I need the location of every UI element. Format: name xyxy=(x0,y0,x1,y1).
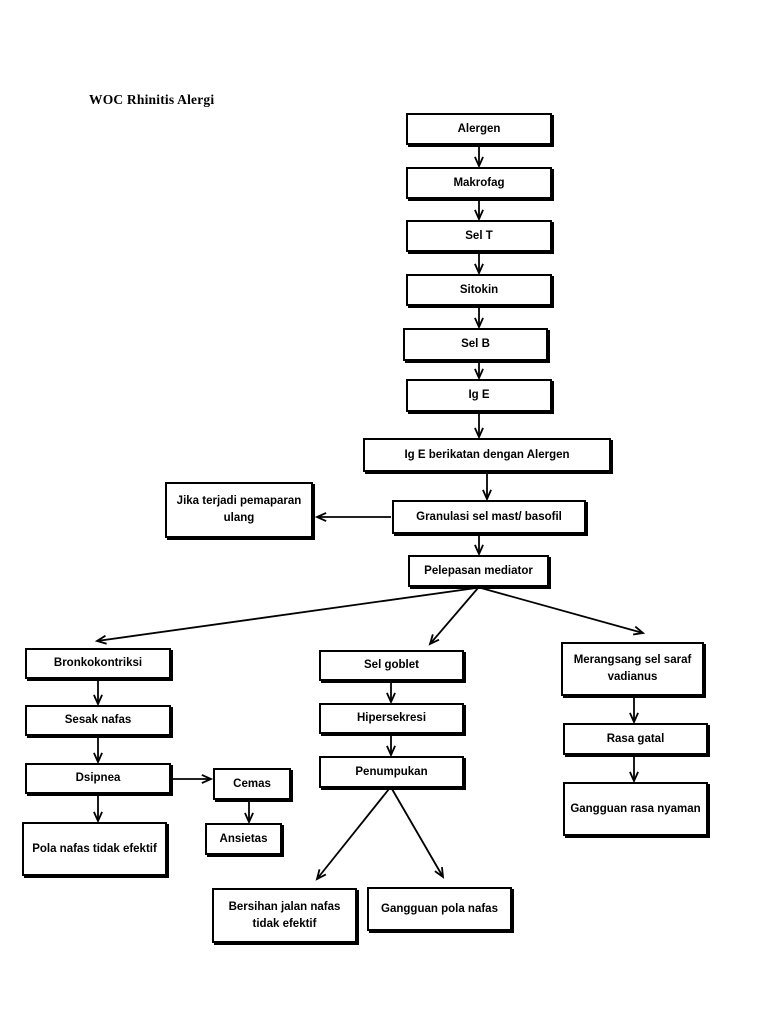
node-bronkokontriksi: Bronkokontriksi xyxy=(25,648,171,679)
node-makrofag: Makrofag xyxy=(406,167,552,199)
node-label: Sesak nafas xyxy=(64,714,132,727)
node-label: Pola nafas tidak efektif xyxy=(32,842,157,855)
node-label: Bronkokontriksi xyxy=(53,657,143,670)
arrow-head xyxy=(93,694,103,707)
node-label: Gangguan pola nafas xyxy=(381,902,498,915)
arrow-granulasi-to-jika-terjadi xyxy=(314,512,391,522)
node-granulasi: Granulasi sel mast/ basofil xyxy=(392,500,586,534)
arrow-alergen-to-makrofag xyxy=(474,145,484,169)
node-sel-t: Sel T xyxy=(406,220,552,252)
arrow-makrofag-to-sel-t xyxy=(474,199,484,222)
node-label: Sel B xyxy=(461,338,490,351)
node-label: Merangsang sel saraf vadianus xyxy=(573,654,692,683)
node-sel-goblet: Sel goblet xyxy=(319,650,464,681)
arrow-sel-goblet-to-hipersekresi xyxy=(386,681,396,705)
arrow-head xyxy=(428,634,440,646)
arrow-sel-t-to-sitokin xyxy=(474,252,484,276)
node-gangguan-rasa: Gangguan rasa nyaman xyxy=(563,782,708,836)
arrow-head xyxy=(482,489,492,502)
node-ig-e-berikatan: Ig E berikatan dengan Alergen xyxy=(363,438,611,472)
node-pelepasan: Pelepasan mediator xyxy=(408,555,549,587)
arrow-head xyxy=(93,811,103,824)
node-cemas: Cemas xyxy=(213,768,291,800)
arrow-head xyxy=(632,625,646,636)
arrow-penumpukan-to-gangguan-pola xyxy=(391,788,445,879)
node-label: Sitokin xyxy=(459,283,499,296)
node-label: Sel T xyxy=(465,229,493,242)
arrow-head xyxy=(474,209,484,222)
arrow-merangsang-to-rasa-gatal xyxy=(629,696,639,725)
node-alergen: Alergen xyxy=(406,113,552,145)
arrow-head xyxy=(386,745,396,758)
arrow-sel-b-to-ig-e xyxy=(474,361,484,381)
arrow-head xyxy=(93,752,103,765)
node-merangsang: Merangsang sel saraf vadianus xyxy=(561,642,704,696)
node-sitokin: Sitokin xyxy=(406,274,552,306)
node-hipersekresi: Hipersekresi xyxy=(319,703,464,734)
arrow-head xyxy=(474,544,484,557)
arrow-ig-e-to-ig-e-berikatan xyxy=(474,412,484,440)
node-ansietas: Ansietas xyxy=(205,823,282,855)
node-label: Ig E berikatan dengan Alergen xyxy=(404,448,570,461)
node-ig-e: Ig E xyxy=(406,379,552,412)
arrow-dsipnea-to-cemas xyxy=(172,774,214,784)
arrow-sitokin-to-sel-b xyxy=(474,306,484,330)
arrow-sesak-nafas-to-dsipnea xyxy=(93,736,103,765)
node-label: Penumpukan xyxy=(355,765,428,778)
node-pola-nafas: Pola nafas tidak efektif xyxy=(22,822,167,876)
arrow-pelepasan-to-bronkokontriksi xyxy=(94,587,477,645)
arrow-ig-e-berikatan-to-granulasi xyxy=(482,472,492,502)
node-label: Ig E xyxy=(468,389,490,402)
node-label: Cemas xyxy=(233,777,271,790)
arrow-head xyxy=(629,771,639,784)
node-label: Hipersekresi xyxy=(356,712,427,725)
arrow-penumpukan-to-bersihan xyxy=(315,788,390,881)
node-dsipnea: Dsipnea xyxy=(25,763,171,794)
arrow-hipersekresi-to-penumpukan xyxy=(386,734,396,758)
node-label: Bersihan jalan nafas tidak efektif xyxy=(228,900,341,930)
node-label: Granulasi sel mast/ basofil xyxy=(416,510,562,523)
arrow-head xyxy=(474,156,484,169)
node-label: Gangguan rasa nyaman xyxy=(570,802,701,815)
arrow-rasa-gatal-to-gangguan-rasa xyxy=(629,755,639,784)
arrow-head xyxy=(314,512,327,522)
arrow-head xyxy=(94,634,107,645)
arrow-head xyxy=(474,263,484,276)
node-penumpukan: Penumpukan xyxy=(319,756,464,788)
node-gangguan-pola: Gangguan pola nafas xyxy=(367,887,512,931)
node-sesak-nafas: Sesak nafas xyxy=(25,705,171,736)
node-label: Makrofag xyxy=(453,176,505,189)
arrow-head xyxy=(315,869,327,881)
arrow-bronkokontriksi-to-sesak-nafas xyxy=(93,679,103,707)
node-label: Dsipnea xyxy=(75,772,121,785)
node-label: Ansietas xyxy=(219,832,268,845)
arrow-cemas-to-ansietas xyxy=(244,800,254,825)
arrow-granulasi-to-pelepasan xyxy=(474,534,484,557)
arrow-head xyxy=(474,317,484,330)
arrow-dsipnea-to-pola-nafas xyxy=(93,794,103,824)
page-title: WOC Rhinitis Alergi xyxy=(89,92,215,107)
node-label: Sel goblet xyxy=(364,659,419,672)
arrow-head xyxy=(434,866,445,879)
node-label: Rasa gatal xyxy=(606,732,665,745)
arrow-head xyxy=(474,368,484,381)
node-label: Jika terjadi pemaparan ulang xyxy=(176,495,302,524)
node-bersihan: Bersihan jalan nafas tidak efektif xyxy=(212,888,357,943)
arrow-pelepasan-to-sel-goblet xyxy=(428,587,479,646)
node-label: Pelepasan mediator xyxy=(424,564,533,577)
arrow-pelepasan-to-merangsang xyxy=(480,587,646,636)
arrow-head xyxy=(474,427,484,440)
arrow-head xyxy=(386,692,396,705)
node-rasa-gatal: Rasa gatal xyxy=(563,723,708,755)
node-jika-terjadi: Jika terjadi pemaparan ulang xyxy=(165,482,313,538)
node-label: Alergen xyxy=(457,122,501,135)
arrow-head xyxy=(629,712,639,725)
node-sel-b: Sel B xyxy=(403,328,548,361)
arrow-head xyxy=(201,774,214,784)
arrow-head xyxy=(244,812,254,825)
